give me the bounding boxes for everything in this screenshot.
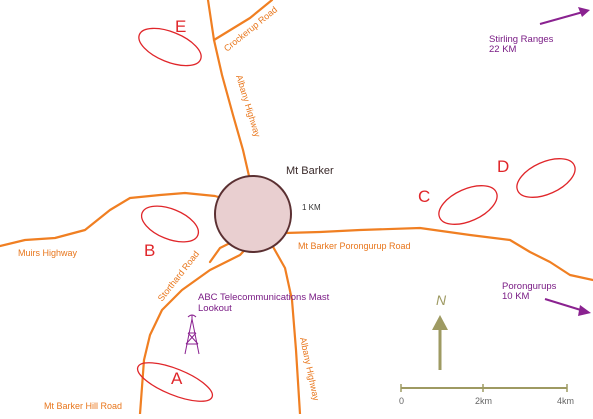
zone-a: A [136, 362, 214, 402]
porongurups-name: Porongurups [502, 281, 557, 292]
stirling-arrowhead-icon [578, 7, 590, 17]
scale-bar: 0 2km 4km [399, 384, 574, 406]
porongurups-arrow-icon [544, 298, 585, 312]
zone-a-ellipse [136, 362, 214, 402]
scale-tick-0: 0 [399, 396, 404, 406]
zone-d-ellipse [516, 158, 576, 198]
zone-e: E [138, 17, 202, 67]
zone-b-ellipse [140, 205, 200, 243]
mast-label-line1: ABC Telecommunications Mast [198, 292, 330, 303]
storthard-road [138, 230, 264, 416]
zone-c-letter: C [418, 187, 430, 206]
zone-a-letter: A [171, 369, 183, 388]
zone-d: D [497, 157, 576, 198]
muirs-highway-label: Muirs Highway [18, 248, 78, 258]
porongurups-pointer: Porongurups 10 KM [502, 281, 591, 316]
abc-mast-landmark: ABC Telecommunications Mast Lookout [184, 292, 330, 355]
porongurup-road [256, 223, 593, 282]
porongurup-road-label: Mt Barker Porongurup Road [298, 241, 411, 251]
crockerup-road [212, 0, 274, 42]
albany-highway-north-label: Albany Highway [234, 74, 263, 139]
radio-mast-icon [184, 314, 200, 355]
north-arrow-icon [432, 315, 448, 330]
zone-b-letter: B [144, 241, 155, 260]
stirling-ranges-name: Stirling Ranges [489, 34, 554, 45]
stirling-ranges-distance: 22 KM [489, 44, 517, 55]
town-radius-label: 1 KM [302, 203, 321, 212]
stirling-arrow-icon [539, 11, 584, 25]
mast-label-line2: Lookout [198, 303, 232, 314]
town-radius-circle [214, 175, 292, 253]
stirling-ranges-pointer: Stirling Ranges 22 KM [489, 7, 590, 55]
albany-highway-south-label: Albany Highway [298, 336, 321, 402]
porongurups-distance: 10 KM [502, 291, 530, 302]
zone-c: C [418, 185, 498, 225]
scale-tick-2km: 2km [475, 396, 492, 406]
hill-road-label: Mt Barker Hill Road [44, 401, 122, 411]
north-label: N [436, 292, 447, 308]
zone-b: B [140, 205, 200, 260]
town-name: Mt Barker [286, 165, 334, 177]
zone-e-letter: E [175, 17, 186, 36]
north-arrow: N [432, 292, 448, 370]
zone-d-letter: D [497, 157, 509, 176]
zone-e-ellipse [138, 27, 202, 67]
scale-tick-4km: 4km [557, 396, 574, 406]
porongurups-arrowhead-icon [578, 305, 591, 316]
zone-c-ellipse [438, 185, 498, 225]
muirs-highway [0, 191, 250, 248]
